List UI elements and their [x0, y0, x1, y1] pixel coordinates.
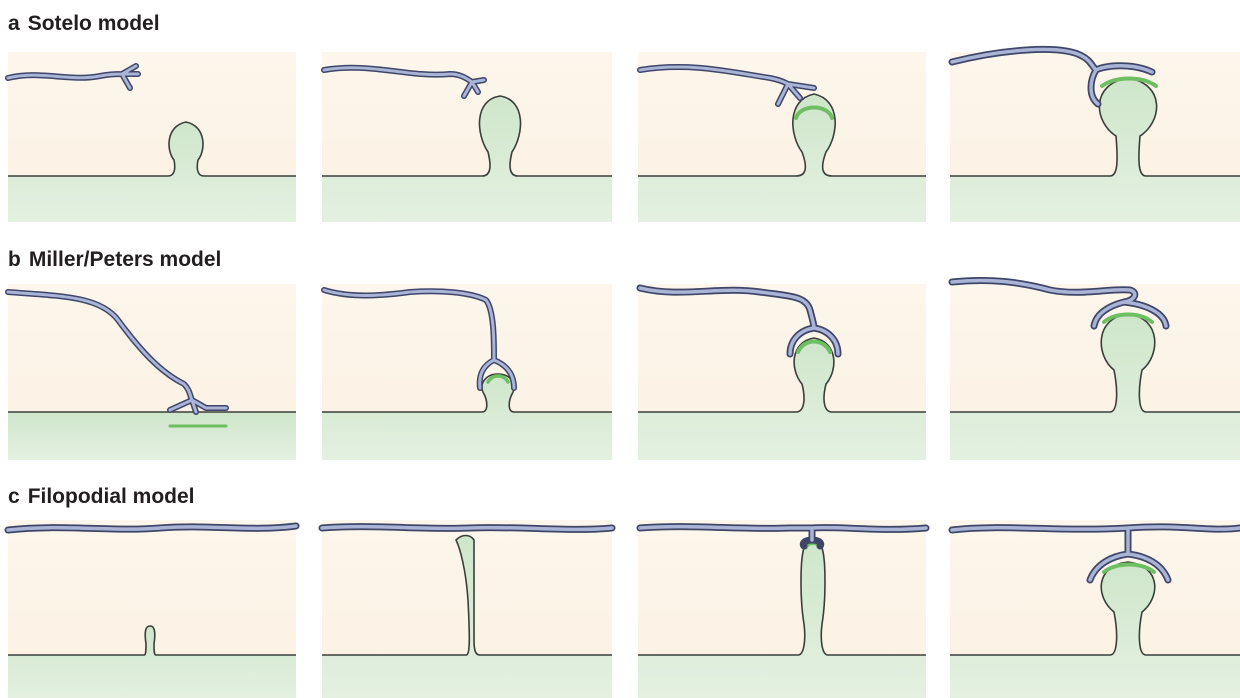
postsynaptic-density: [1100, 76, 1158, 88]
panel-c4: [948, 520, 1240, 698]
postsynaptic-density: [486, 374, 510, 384]
axon: [5, 63, 141, 91]
axon: [636, 284, 842, 358]
row-label-a: a Sotelo model: [8, 12, 160, 36]
axon: [5, 289, 229, 415]
dendrite-outline: [322, 95, 612, 177]
row-letter: c: [8, 485, 20, 508]
axon: [318, 523, 616, 533]
panel-a1: [5, 52, 296, 222]
dendrite-outline: [322, 534, 612, 656]
axon: [948, 523, 1240, 584]
axon: [948, 276, 1170, 330]
panel-a4: [948, 46, 1240, 222]
dendrite-outline: [8, 121, 296, 177]
axon: [321, 64, 487, 99]
row-title: Filopodial model: [27, 485, 195, 508]
axon: [948, 46, 1156, 108]
row-letter: b: [8, 248, 21, 271]
axon: [321, 287, 517, 391]
panel-b1: [5, 284, 296, 460]
panel-b2: [321, 284, 612, 460]
axon: [636, 523, 930, 550]
panel-b4: [948, 276, 1240, 460]
postsynaptic-density: [794, 105, 834, 120]
panel-c3: [636, 520, 930, 698]
row-label-b: b Miller/Peters model: [8, 248, 221, 272]
panel-a3: [637, 52, 926, 222]
row-title: Sotelo model: [27, 12, 160, 35]
row-letter: a: [8, 12, 20, 35]
postsynaptic-density: [1102, 312, 1154, 324]
row-title: Miller/Peters model: [28, 248, 222, 271]
dendrite-outline: [638, 337, 926, 413]
panel-c2: [318, 520, 616, 698]
dendrite-outline: [8, 625, 296, 656]
panel-b3: [636, 284, 926, 460]
postsynaptic-density: [796, 339, 832, 354]
dendrite-outline: [322, 373, 612, 413]
row-label-c: c Filopodial model: [8, 485, 195, 509]
panel-a2: [321, 52, 612, 222]
dendrite-outline: [950, 561, 1240, 656]
postsynaptic-density: [1102, 562, 1156, 574]
dendrite-outline: [638, 93, 926, 177]
axon: [4, 522, 300, 534]
axon: [637, 64, 817, 107]
panel-c1: [4, 520, 300, 698]
